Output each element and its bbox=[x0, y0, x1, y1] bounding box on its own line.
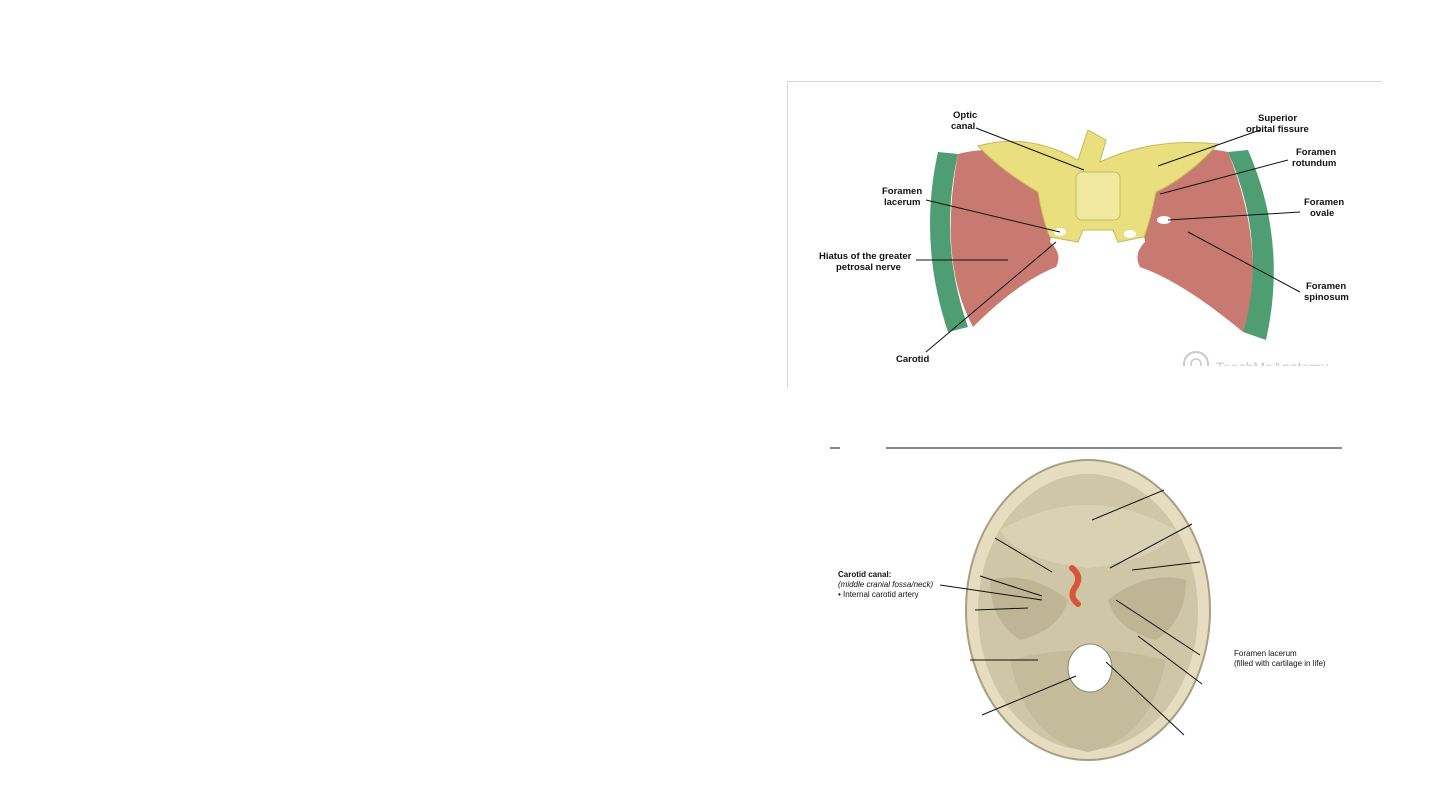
left-middle-fossa bbox=[990, 577, 1068, 640]
label-foramen-lacerum-line2: lacerum bbox=[884, 197, 920, 208]
posterior-cranial-fossa bbox=[1010, 650, 1166, 752]
label-superior-orbital-fissure-line2: orbital fissure bbox=[1246, 124, 1309, 135]
left-squamous-rim bbox=[930, 152, 968, 332]
label-foramen-ovale-line1: Foramen bbox=[1304, 197, 1344, 208]
label-carotid-canal-item: • Internal carotid artery bbox=[838, 590, 919, 599]
label-hiatus-line1: Hiatus of the greater bbox=[819, 251, 912, 262]
foramen-magnum bbox=[1067, 643, 1113, 693]
sella-turcica bbox=[1075, 171, 1121, 221]
label-foramen-spinosum-line2: spinosum bbox=[1304, 292, 1349, 303]
label-carotid-canal-title: Carotid canal: bbox=[838, 570, 891, 579]
anterior-cranial-fossa bbox=[1000, 505, 1176, 568]
right-foramen-lacerum bbox=[1124, 230, 1136, 238]
label-foramen-lacerum: Foramen lacerum bbox=[1234, 649, 1297, 658]
label-foramen-spinosum-line1: Foramen bbox=[1306, 281, 1346, 292]
label-carotid: Carotid bbox=[896, 354, 929, 365]
left-temporal-bone bbox=[950, 150, 1059, 327]
label-optic-canal-line2: canal bbox=[951, 121, 975, 132]
label-carotid-canal-subtitle: (middle cranial fossa/neck) bbox=[838, 580, 933, 589]
label-optic-canal-line1: Optic bbox=[953, 110, 977, 121]
skull-base-internal-view: Carotid canal: (middle cranial fossa/nec… bbox=[820, 440, 1360, 785]
right-foramen-ovale bbox=[1157, 216, 1171, 224]
bottom-leader-lines bbox=[939, 489, 1203, 736]
label-hiatus-line2: petrosal nerve bbox=[836, 262, 901, 273]
middle-cranial-fossa-illustration: Optic canal Superior orbital fissure For… bbox=[819, 110, 1382, 388]
label-superior-orbital-fissure-line1: Superior bbox=[1258, 113, 1297, 124]
label-foramen-lacerum-note: (filled with cartilage in life) bbox=[1234, 659, 1326, 668]
right-temporal-bone bbox=[1137, 149, 1253, 332]
internal-carotid-artery bbox=[1069, 565, 1082, 607]
right-squamous-rim bbox=[1228, 150, 1274, 340]
leader-lines bbox=[916, 127, 1301, 353]
skull-base-illustration: Carotid canal: (middle cranial fossa/nec… bbox=[830, 447, 1342, 761]
label-foramen-rotundum-line1: Foramen bbox=[1296, 147, 1336, 158]
label-foramen-lacerum-line1: Foramen bbox=[882, 186, 922, 197]
label-foramen-rotundum-line2: rotundum bbox=[1292, 158, 1336, 169]
right-middle-fossa bbox=[1108, 577, 1186, 640]
label-foramen-ovale-line2: ovale bbox=[1310, 208, 1334, 219]
middle-cranial-fossa-diagram: Optic canal Superior orbital fissure For… bbox=[787, 81, 1382, 388]
